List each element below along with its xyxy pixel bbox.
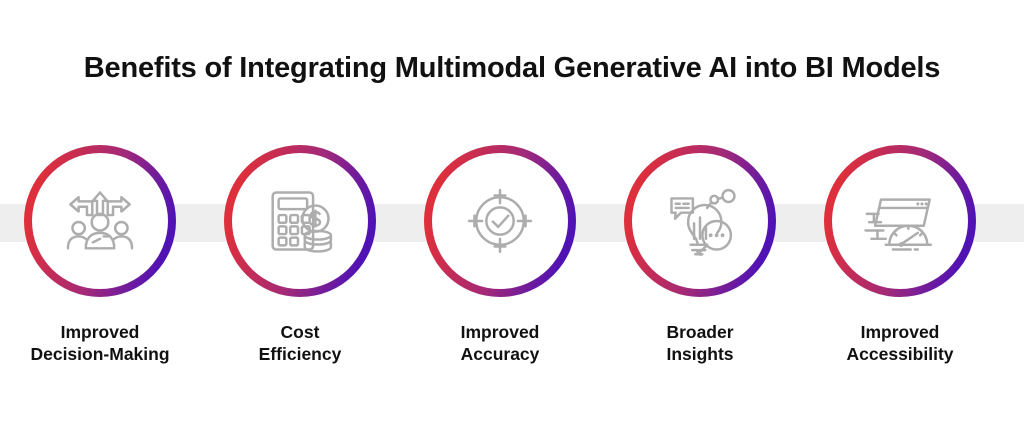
benefit-label: Improved Accuracy [400, 321, 600, 366]
lightbulb-chart-magnifier-icon [670, 188, 736, 257]
benefit-circle [224, 145, 376, 297]
benefit-label-line1: Cost [280, 322, 320, 342]
benefit-circle-inner [832, 153, 968, 289]
benefit-item-broader-insights[interactable]: Broader Insights [600, 145, 800, 366]
page-title: Benefits of Integrating Multimodal Gener… [83, 52, 941, 84]
benefit-label: Improved Accessibility [800, 321, 1000, 366]
benefit-circle [624, 145, 776, 297]
benefit-item-cost-efficiency[interactable]: Cost Efficiency [200, 145, 400, 366]
benefit-label-line2: Efficiency [258, 344, 342, 365]
benefit-item-improved-accuracy[interactable]: Improved Accuracy [400, 145, 600, 366]
benefit-label-line2: Accessibility [846, 344, 954, 365]
benefit-label-line1: Improved [460, 322, 540, 342]
benefit-label: Improved Decision-Making [0, 321, 200, 366]
benefit-item-improved-decision-making[interactable]: Improved Decision-Making [0, 145, 200, 366]
benefit-label-line1: Broader [666, 322, 734, 342]
benefit-label: Broader Insights [600, 321, 800, 366]
benefit-circle [824, 145, 976, 297]
target-checkmark-icon [467, 188, 533, 254]
browser-speedometer-icon [864, 198, 933, 251]
benefit-circle [424, 145, 576, 297]
benefits-row: Improved Decision-Making [0, 145, 1024, 366]
benefit-circle-inner [432, 153, 568, 289]
benefit-label-line2: Decision-Making [30, 344, 170, 365]
decision-people-arrows-icon [66, 191, 134, 250]
benefit-label-line1: Improved [860, 322, 940, 342]
benefit-circle-inner [632, 153, 768, 289]
benefit-label-line2: Accuracy [460, 344, 540, 365]
benefit-label-line1: Improved [60, 322, 140, 342]
calculator-coins-icon [271, 191, 333, 253]
benefit-item-improved-accessibility[interactable]: Improved Accessibility [800, 145, 1000, 366]
benefit-label: Cost Efficiency [200, 321, 400, 366]
benefit-circle [24, 145, 176, 297]
benefit-circle-inner [232, 153, 368, 289]
benefit-label-line2: Insights [666, 344, 734, 365]
benefit-circle-inner [32, 153, 168, 289]
